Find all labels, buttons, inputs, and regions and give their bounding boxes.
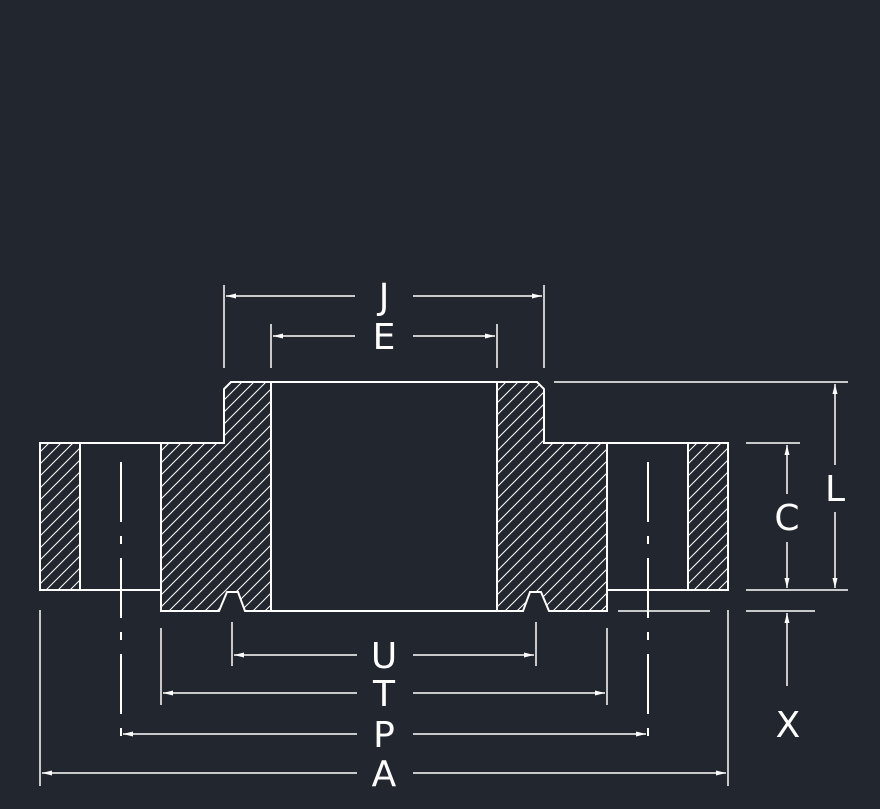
extension-lines: [39, 285, 848, 786]
label-t: T: [372, 674, 396, 715]
label-j: J: [377, 277, 390, 318]
center-lines: [120, 462, 649, 745]
right-hub-section: [496, 381, 608, 612]
label-x: X: [776, 705, 801, 746]
dimension-lines: [42, 293, 838, 776]
label-c: C: [774, 498, 799, 539]
dimension-labels: J E L C U T P X A: [371, 277, 845, 795]
left-hub-section: [160, 381, 272, 612]
label-e: E: [373, 317, 396, 358]
label-p: P: [373, 715, 395, 756]
label-u: U: [371, 636, 397, 677]
label-a: A: [372, 754, 397, 795]
left-outer-rim-section: [39, 442, 81, 591]
hatched-sections: [39, 381, 729, 612]
label-l: L: [825, 469, 845, 510]
right-outer-rim-section: [687, 442, 729, 591]
